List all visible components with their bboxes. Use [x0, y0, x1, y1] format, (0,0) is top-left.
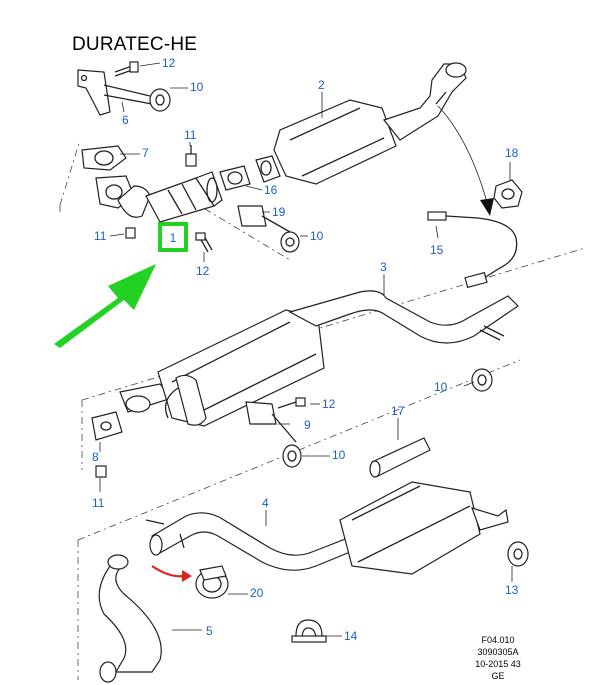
insulator-part-10-top [149, 88, 171, 112]
bolt-part-12-mid [195, 232, 213, 253]
insulator-part-10-lower [282, 444, 302, 468]
bolt-part-12-top [114, 61, 139, 77]
callout-10-top[interactable]: 10 [190, 80, 204, 94]
callout-15[interactable]: 15 [430, 243, 444, 257]
reference-part-number: 3090305A [477, 647, 519, 657]
callout-12-mid[interactable]: 12 [196, 264, 210, 278]
callout-13[interactable]: 13 [505, 583, 519, 597]
pipe-part-17 [369, 437, 431, 478]
callout-3[interactable]: 3 [380, 260, 387, 274]
callout-2[interactable]: 2 [318, 78, 325, 92]
callout-18[interactable]: 18 [505, 146, 519, 160]
reference-region: GE [491, 671, 505, 681]
centre-silencer-part-3 [119, 290, 519, 427]
catalytic-converter-part-1 [95, 171, 223, 223]
leader-lines [99, 62, 513, 637]
reference-code: F04.010 [481, 635, 515, 645]
callout-1: 1 [169, 231, 177, 245]
drawing-reference: F04.010 3090305A 10-2015 43 GE [458, 634, 538, 682]
routing-arrow-head [480, 198, 494, 216]
callout-11-lower[interactable]: 11 [92, 496, 105, 510]
pipe-part-5 [98, 554, 162, 683]
callout-4[interactable]: 4 [262, 496, 269, 510]
callout-12-top[interactable]: 12 [162, 56, 176, 70]
insulator-part-10-mid [280, 231, 300, 253]
callout-9[interactable]: 9 [304, 418, 311, 432]
clamp-part-14 [291, 619, 327, 643]
rear-silencer-part-4 [145, 481, 509, 575]
callout-19[interactable]: 19 [272, 205, 286, 219]
callout-8[interactable]: 8 [92, 450, 99, 464]
bracket-part-19 [237, 205, 291, 233]
callout-5[interactable]: 5 [206, 624, 213, 638]
callout-11-left[interactable]: 11 [94, 229, 107, 243]
red-arrow [151, 565, 185, 578]
divider-line-top-right [189, 199, 291, 261]
clamp-part-20 [195, 565, 229, 599]
routing-arrow [437, 105, 489, 207]
callout-7[interactable]: 7 [142, 146, 149, 160]
reference-date: 10-2015 43 [475, 659, 521, 669]
intermediate-converter-part-2 [255, 62, 467, 185]
oxygen-sensor-part-15 [427, 211, 518, 289]
gasket-part-16 [219, 165, 251, 191]
divider-line-mid [81, 247, 586, 401]
plug-part-18 [493, 179, 523, 209]
divider-line-top [59, 139, 81, 215]
callout-12-lower[interactable]: 12 [322, 397, 336, 411]
red-arrow-head [182, 570, 192, 582]
engine-variant-title: DURATEC-HE [72, 34, 198, 55]
callout-10-mid[interactable]: 10 [310, 229, 324, 243]
highlighted-part-1-box[interactable]: 1 [158, 222, 188, 252]
bracket-part-6 [77, 69, 153, 116]
bolt-part-12-lower [277, 397, 306, 409]
green-pointer-arrow [54, 264, 156, 348]
callout-20[interactable]: 20 [250, 586, 264, 600]
callout-10-lower[interactable]: 10 [332, 448, 346, 462]
nut-part-11-left [125, 227, 136, 239]
callout-6[interactable]: 6 [122, 113, 129, 127]
insulator-part-10-right [471, 368, 493, 392]
nut-part-11-top [185, 145, 197, 167]
callout-14[interactable]: 14 [344, 629, 358, 643]
callout-11-top[interactable]: 11 [184, 128, 197, 142]
insulator-part-13 [507, 541, 529, 567]
bracket-part-8 [91, 411, 123, 441]
nut-part-11-lower [95, 465, 107, 478]
callout-16[interactable]: 16 [264, 183, 278, 197]
bracket-part-9 [245, 401, 297, 443]
callout-10-right[interactable]: 10 [434, 380, 448, 394]
gasket-part-7 [81, 145, 127, 171]
callout-17[interactable]: 17 [391, 404, 405, 418]
